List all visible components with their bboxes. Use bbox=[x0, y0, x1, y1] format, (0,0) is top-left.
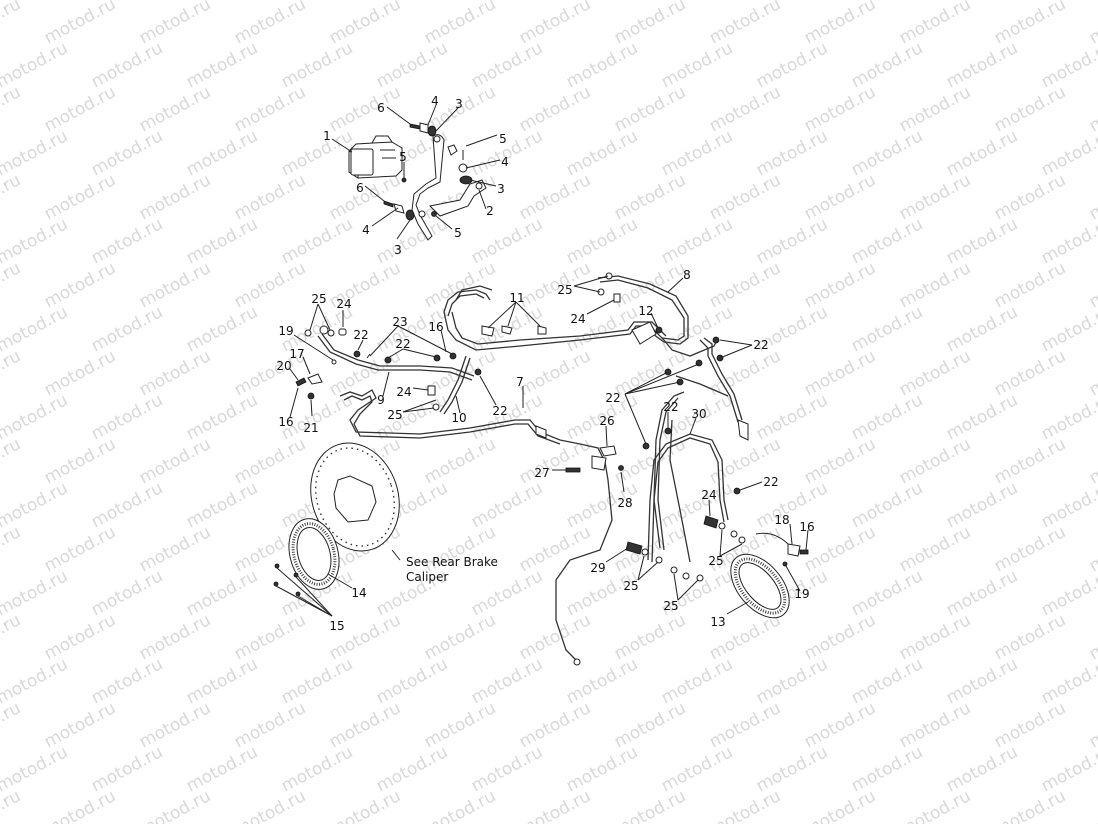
callout-c19a: 19 bbox=[278, 324, 293, 338]
callout-c25d: 25 bbox=[623, 579, 638, 593]
callout-c16a: 16 bbox=[428, 320, 443, 334]
callout-c18: 18 bbox=[774, 513, 789, 527]
callout-c8: 8 bbox=[683, 268, 691, 282]
callout-c11: 11 bbox=[509, 291, 524, 305]
callout-c24c: 24 bbox=[570, 312, 585, 326]
callout-c13: 13 bbox=[710, 615, 725, 629]
callout-c22f: 22 bbox=[663, 400, 678, 414]
callout-c29: 29 bbox=[590, 561, 605, 575]
callout-c9: 9 bbox=[377, 393, 385, 407]
callout-c12: 12 bbox=[638, 304, 653, 318]
callout-c30: 30 bbox=[691, 407, 706, 421]
callout-c24b: 24 bbox=[396, 385, 411, 399]
callout-c22g: 22 bbox=[763, 475, 778, 489]
callout-c3a: 3 bbox=[455, 97, 463, 111]
abs-mounting-bracket bbox=[411, 134, 487, 241]
callout-c21: 21 bbox=[303, 421, 318, 435]
callout-c6b: 6 bbox=[356, 181, 364, 195]
callout-c6a: 6 bbox=[377, 101, 385, 115]
leader-lines bbox=[275, 104, 809, 617]
rear-brake-disc bbox=[310, 442, 400, 552]
callout-c24d: 24 bbox=[701, 488, 716, 502]
pipe-fittings bbox=[295, 272, 809, 666]
callout-c25a: 25 bbox=[311, 292, 326, 306]
callout-c4c: 4 bbox=[362, 223, 370, 237]
note-line-2: Caliper bbox=[406, 570, 448, 584]
callout-c25e: 25 bbox=[663, 599, 678, 613]
callout-c22b: 22 bbox=[395, 337, 410, 351]
callout-c7: 7 bbox=[516, 375, 524, 389]
abs-ring-front bbox=[730, 553, 790, 619]
callout-c22e: 22 bbox=[605, 391, 620, 405]
callout-c3b: 3 bbox=[497, 182, 505, 196]
callout-c16c: 16 bbox=[799, 520, 814, 534]
callout-c23: 23 bbox=[392, 315, 407, 329]
callout-c5a: 5 bbox=[399, 150, 407, 164]
callout-c25b: 25 bbox=[387, 408, 402, 422]
abs-modulator bbox=[348, 135, 403, 179]
callout-c15: 15 bbox=[329, 619, 344, 633]
callout-c22a: 22 bbox=[353, 328, 368, 342]
callout-c25f: 25 bbox=[708, 554, 723, 568]
callout-c16b: 16 bbox=[278, 415, 293, 429]
abs-mount-hardware bbox=[383, 122, 473, 221]
callout-c2: 2 bbox=[486, 204, 494, 218]
callout-c19b: 19 bbox=[794, 587, 809, 601]
callout-c5c: 5 bbox=[454, 226, 462, 240]
callout-c4b: 4 bbox=[501, 155, 509, 169]
callout-c24a: 24 bbox=[336, 297, 351, 311]
callout-c22c: 22 bbox=[492, 404, 507, 418]
callout-c14: 14 bbox=[351, 586, 366, 600]
callout-c5b: 5 bbox=[499, 132, 507, 146]
callout-c1: 1 bbox=[323, 129, 331, 143]
callout-c4a: 4 bbox=[431, 94, 439, 108]
note-line-1: See Rear Brake bbox=[406, 555, 498, 569]
callout-c28: 28 bbox=[617, 496, 632, 510]
callout-c25c: 25 bbox=[557, 283, 572, 297]
abs-ring-rear bbox=[273, 518, 340, 597]
callout-c26: 26 bbox=[599, 414, 614, 428]
callout-c17: 17 bbox=[289, 347, 304, 361]
callout-c20: 20 bbox=[276, 359, 291, 373]
callout-c10: 10 bbox=[451, 411, 466, 425]
callout-c22d: 22 bbox=[753, 338, 768, 352]
callout-labels: 1233344455566789101112131415161616171819… bbox=[276, 94, 814, 633]
callout-c3c: 3 bbox=[394, 243, 402, 257]
callout-c27: 27 bbox=[534, 466, 549, 480]
